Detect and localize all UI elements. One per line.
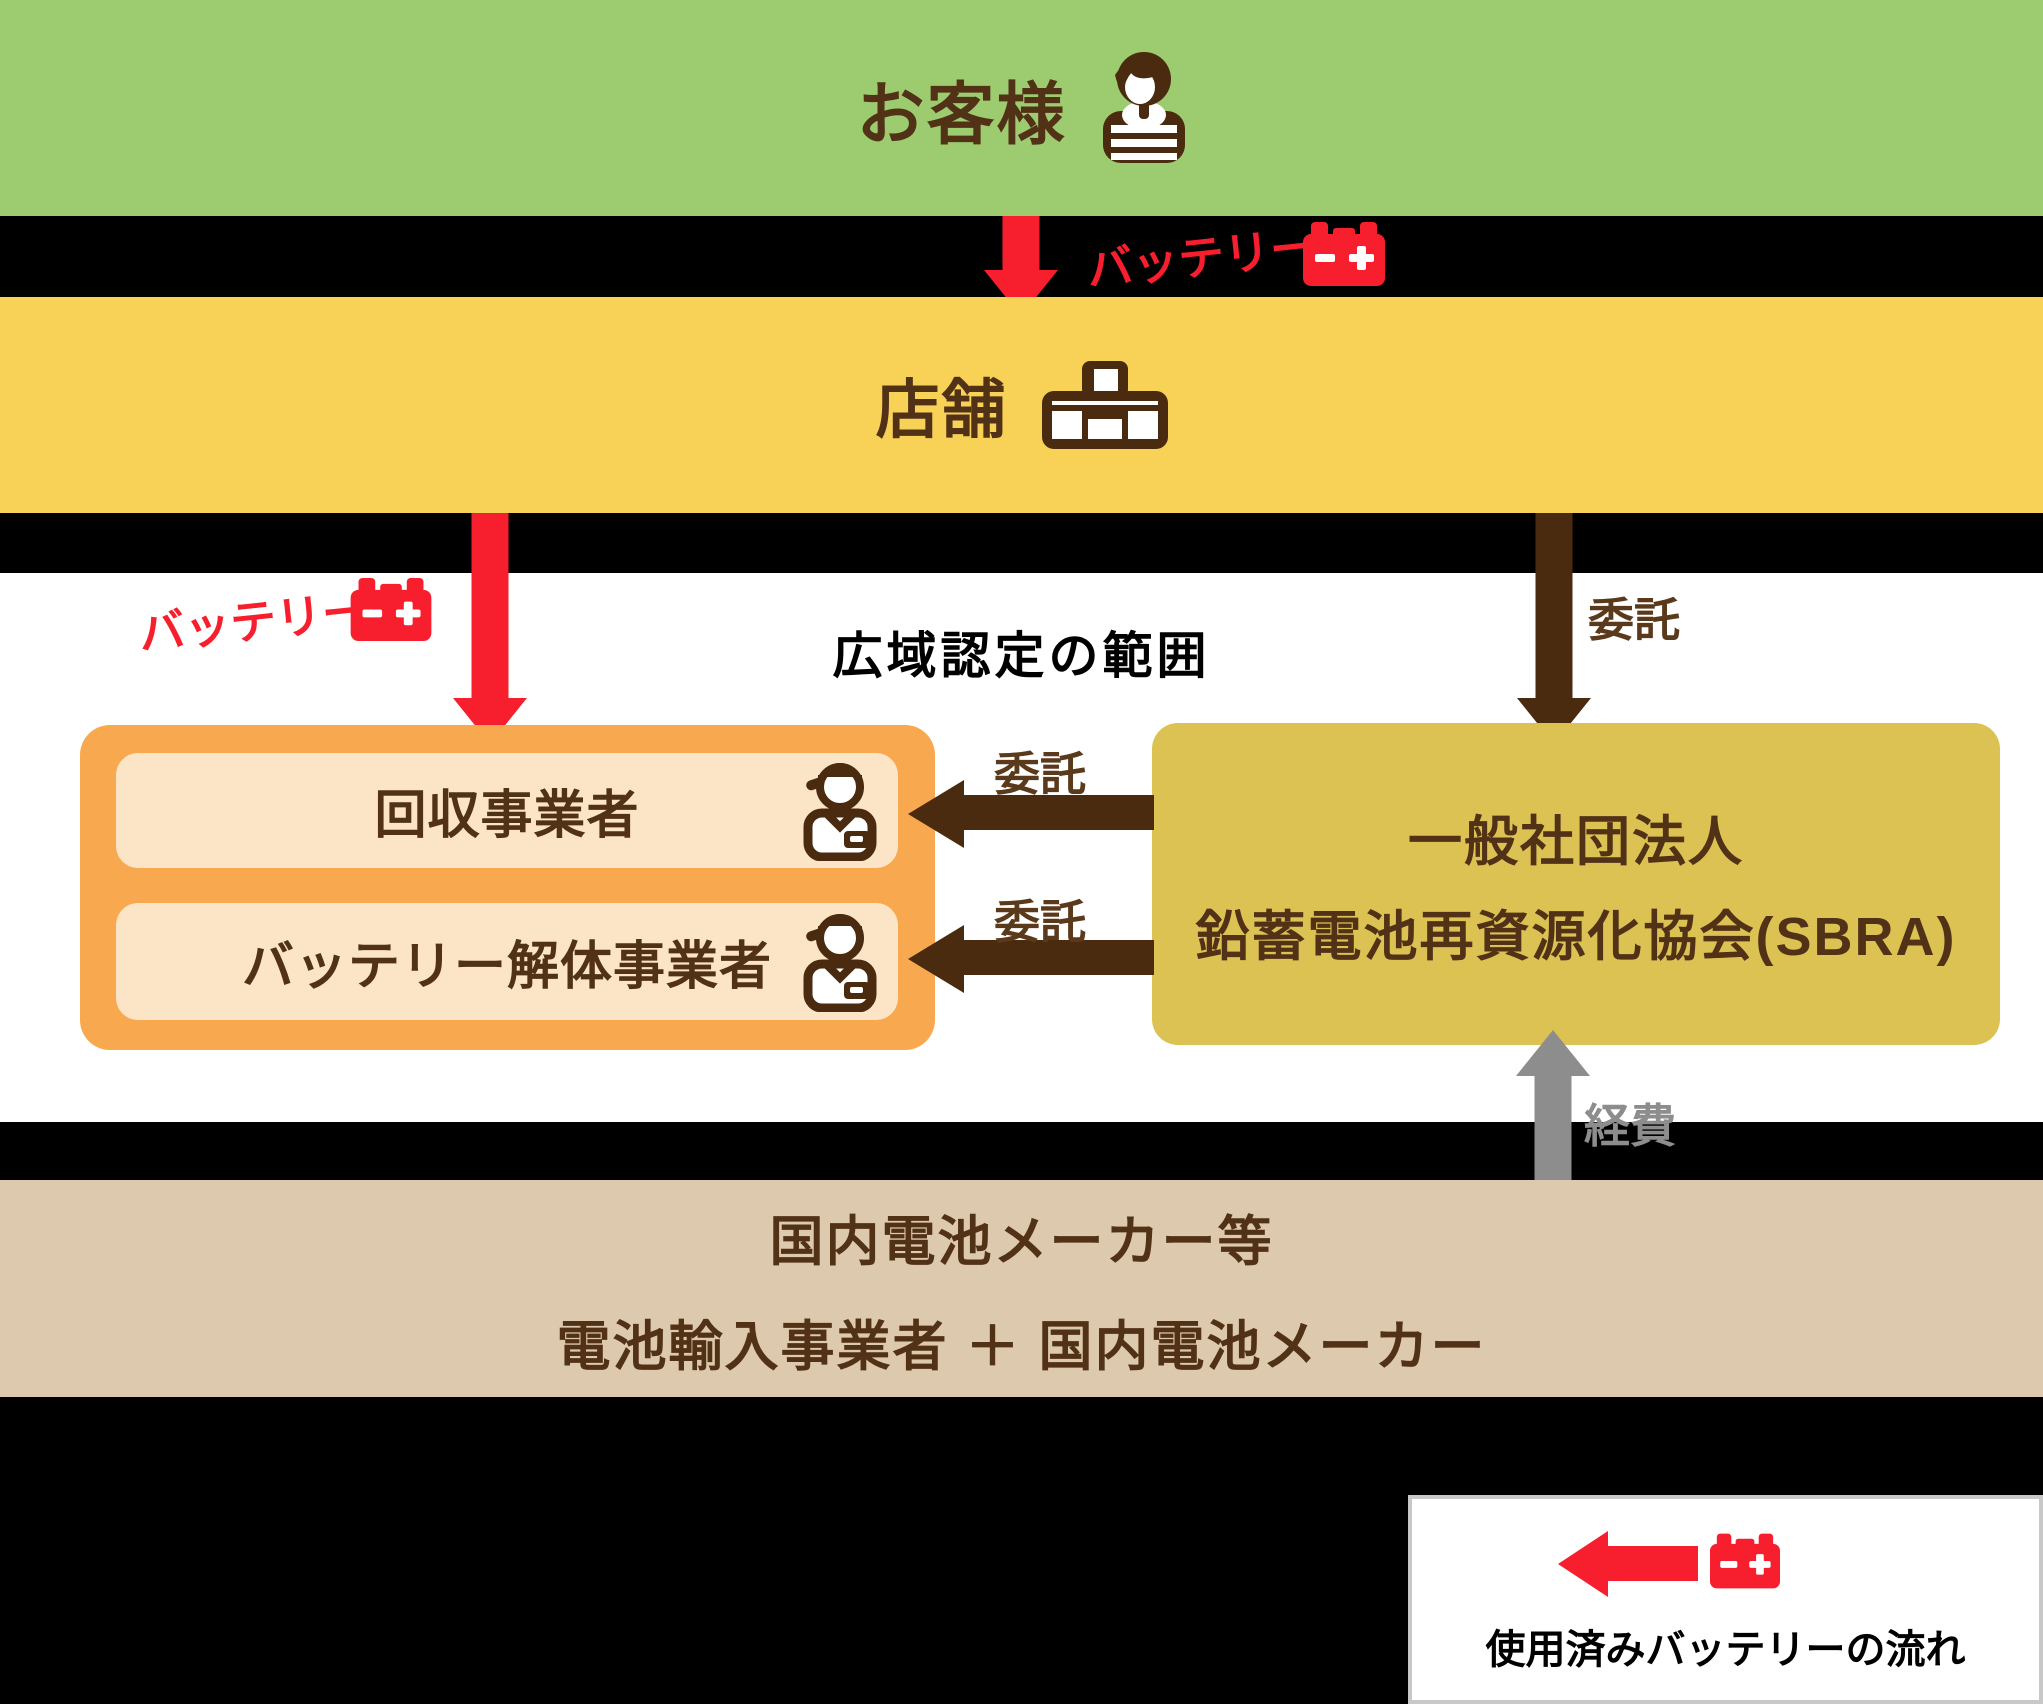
- sbra-line1: 一般社団法人: [1408, 812, 1744, 872]
- customer-label: お客様: [856, 76, 1067, 153]
- arrow-store-to-sbra: [1517, 513, 1591, 744]
- dismantler-label: バッテリー解体事業者: [241, 938, 772, 996]
- consignment-label-dismantler: 委託: [994, 896, 1086, 948]
- sbra-line2: 鉛蓄電池再資源化協会(SBRA): [1195, 907, 1957, 967]
- legend-battery-icon: [1710, 1529, 1780, 1593]
- consignment-label-store: 委託: [1588, 594, 1680, 646]
- makers-band: 国内電池メーカー等 電池輸入事業者 ＋ 国内電池メーカー: [0, 1180, 2043, 1397]
- storefront-icon: [1041, 361, 1168, 449]
- arrow-sbra-to-dismantler: [908, 925, 1154, 993]
- consignment-label-collector: 委託: [994, 748, 1086, 800]
- certification-scope-title: 広域認定の範囲: [832, 628, 1211, 684]
- person-icon: [1101, 51, 1187, 165]
- sbra-box: 一般社団法人 鉛蓄電池再資源化協会(SBRA): [1152, 723, 2000, 1045]
- operators-group: 回収事業者 バッテリー解体事業者: [80, 725, 935, 1050]
- expense-label: 経費: [1584, 1100, 1676, 1152]
- makers-line1: 国内電池メーカー等: [769, 1211, 1274, 1272]
- battery-icon-left: [350, 578, 432, 641]
- battery-icon-top: [1303, 222, 1385, 286]
- store-label: 店舗: [875, 374, 1008, 446]
- store-band: 店舗: [0, 297, 2043, 513]
- worker-icon: [800, 912, 880, 1012]
- legend-flow-arrow-icon: [1558, 1531, 1698, 1597]
- dismantler-box: バッテリー解体事業者: [116, 903, 898, 1020]
- legend-caption: 使用済みバッテリーの流れ: [1485, 1628, 1966, 1672]
- arrow-store-to-collector: [453, 513, 527, 744]
- battery-flow-label-top: バッテリー: [1084, 220, 1319, 296]
- customer-band: お客様: [0, 0, 2043, 216]
- arrow-makers-to-sbra: [1516, 1030, 1590, 1180]
- legend-box: 使用済みバッテリーの流れ: [1408, 1495, 2043, 1704]
- makers-line2: 電池輸入事業者 ＋ 国内電池メーカー: [556, 1316, 1487, 1377]
- collector-label: 回収事業者: [374, 787, 640, 845]
- arrow-sbra-to-collector: [908, 780, 1154, 848]
- collector-box: 回収事業者: [116, 753, 898, 868]
- worker-icon: [800, 761, 880, 861]
- arrow-customer-to-store: [984, 216, 1058, 316]
